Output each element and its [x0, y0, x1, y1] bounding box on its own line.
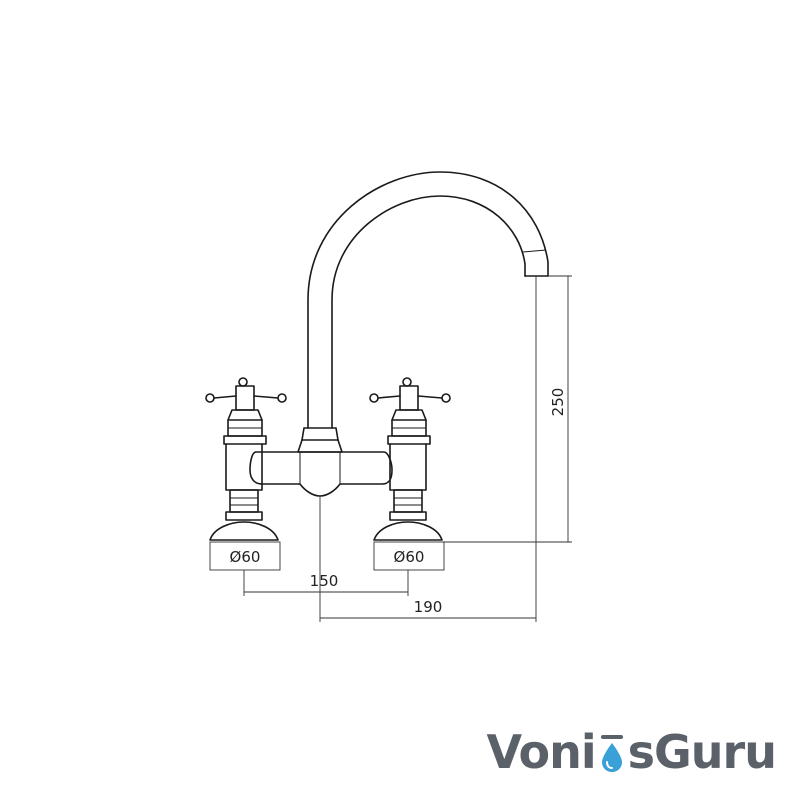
gooseneck-spout: [307, 171, 549, 429]
brand-logo: Voni sGuru: [486, 722, 777, 782]
right-base-diameter-label: Ø60: [394, 548, 425, 566]
right-base-diameter-box: Ø60: [373, 541, 445, 571]
bridge-body: [249, 427, 393, 497]
left-valve: [205, 377, 287, 541]
left-base-diameter-label: Ø60: [230, 548, 261, 566]
handle-spacing-dimension: 150: [243, 570, 409, 596]
water-drop-icon: [600, 735, 623, 772]
spout-height-dimension: 250: [442, 275, 572, 543]
handle-spacing-label: 150: [310, 572, 339, 590]
logo-text-end: sGuru: [627, 725, 777, 779]
spout-height-label: 250: [549, 388, 567, 417]
left-base-diameter-box: Ø60: [209, 541, 281, 571]
spout-reach-label: 190: [414, 598, 443, 616]
right-valve: [369, 377, 451, 541]
logo-text-start: Voni: [486, 725, 596, 779]
spout-reach-dimension: 190: [319, 276, 537, 622]
